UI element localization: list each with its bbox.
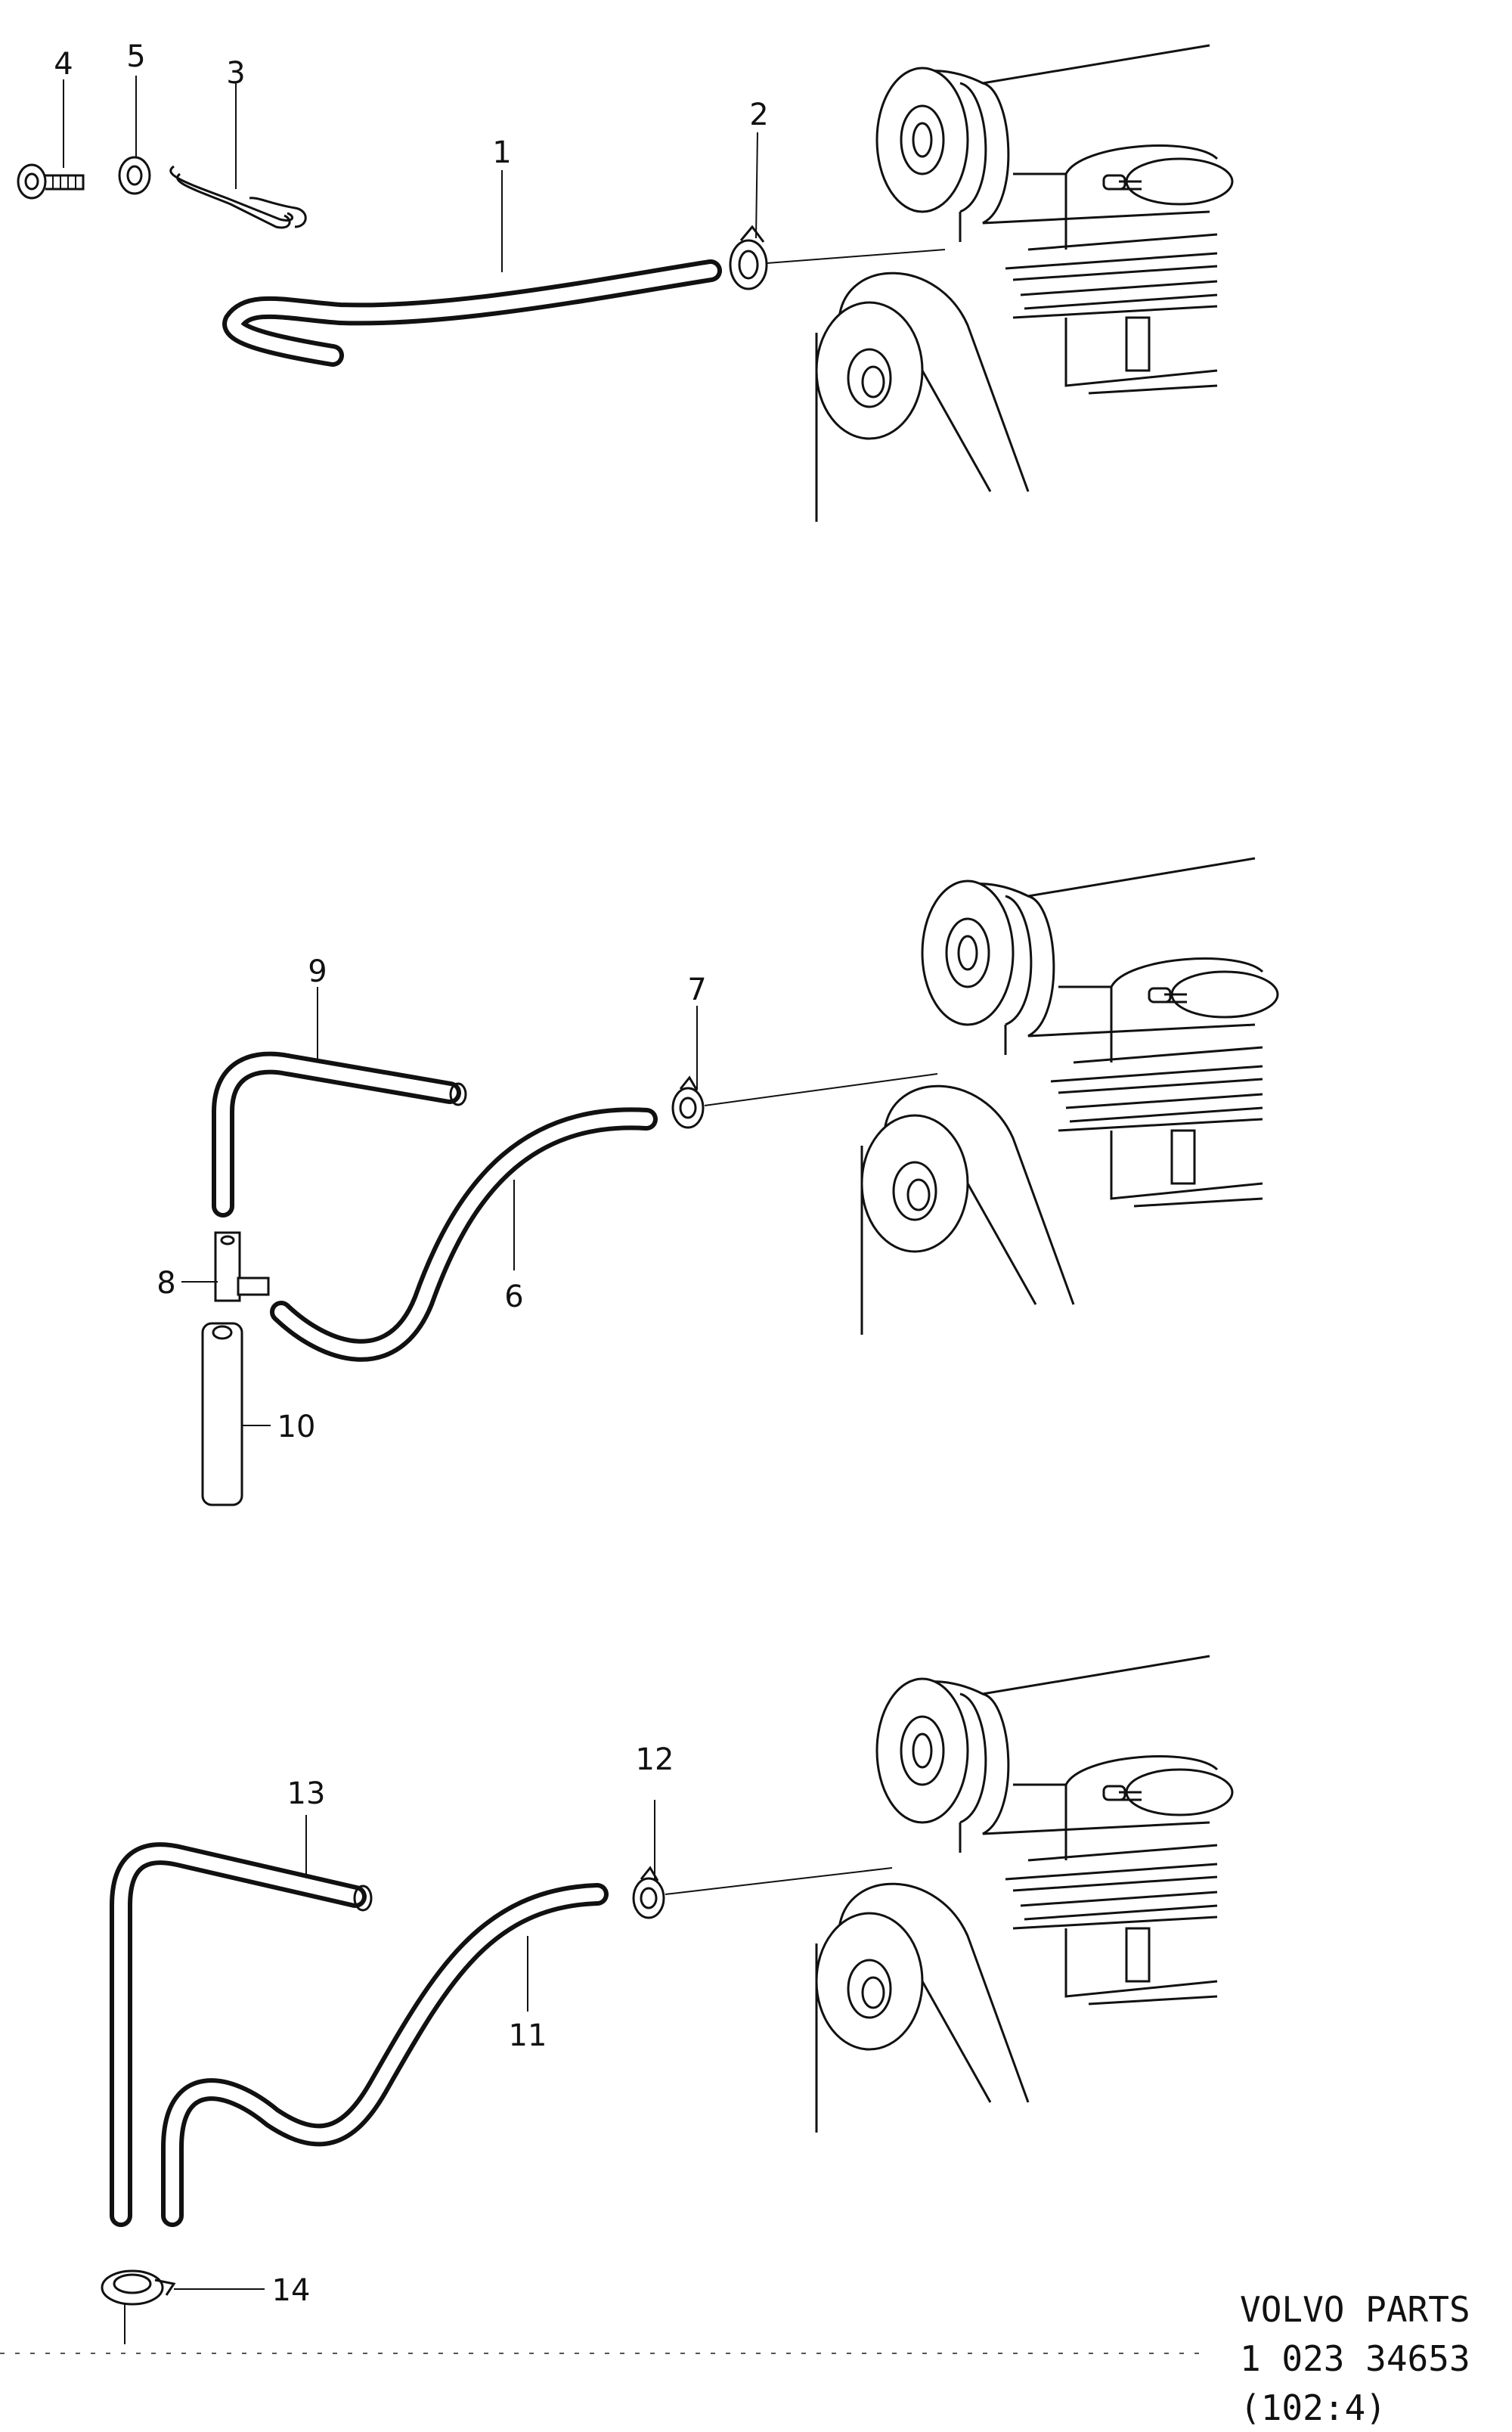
callout-4: 4 [54,47,73,82]
nut-part-5 [118,156,151,195]
callout-8: 8 [156,1266,175,1301]
callout-7: 7 [687,972,706,1007]
clamp-part-14 [101,2269,176,2306]
hose-part-10 [201,1322,243,1506]
stamp-line-2: 1 023 34653 [1240,2338,1470,2379]
callout-12: 12 [636,1742,674,1777]
clamp-part-2 [729,225,768,290]
bolt-part-4 [17,163,85,200]
callout-3: 3 [226,56,245,91]
callout-9: 9 [308,954,327,989]
callout-6: 6 [504,1280,523,1314]
tee-connector-part-8 [214,1231,270,1302]
bracket-part-3 [169,165,307,229]
callout-1: 1 [492,135,511,170]
volvo-parts-stamp: VOLVO PARTS 1 023 34653 (102:4) [1240,2289,1470,2428]
engine-block-1 [815,44,1234,523]
engine-block-3 [815,1655,1234,2134]
callout-11: 11 [509,2018,547,2053]
hose-part-11 [161,1883,609,2227]
callout-10: 10 [277,1410,316,1444]
section-3-assembly: 13 12 11 14 [101,1655,1234,2344]
callout-14: 14 [272,2273,311,2308]
callout-2: 2 [749,98,768,132]
callout-5: 5 [126,39,145,74]
hose-part-6 [270,1107,658,1362]
hose-part-1 [222,259,722,367]
hose-part-9 [212,1051,467,1218]
callout-13: 13 [287,1776,326,1811]
section-1-assembly: 4 5 3 1 2 [17,39,1234,523]
clamp-part-12 [632,1866,665,1919]
stamp-line-3: (102:4) [1240,2387,1387,2428]
engine-block-2 [860,857,1279,1336]
clamp-part-7 [671,1075,705,1129]
section-2-assembly: 9 7 8 6 10 [156,857,1279,1506]
hose-part-13 [110,1842,373,2227]
stamp-line-1: VOLVO PARTS [1240,2289,1470,2330]
